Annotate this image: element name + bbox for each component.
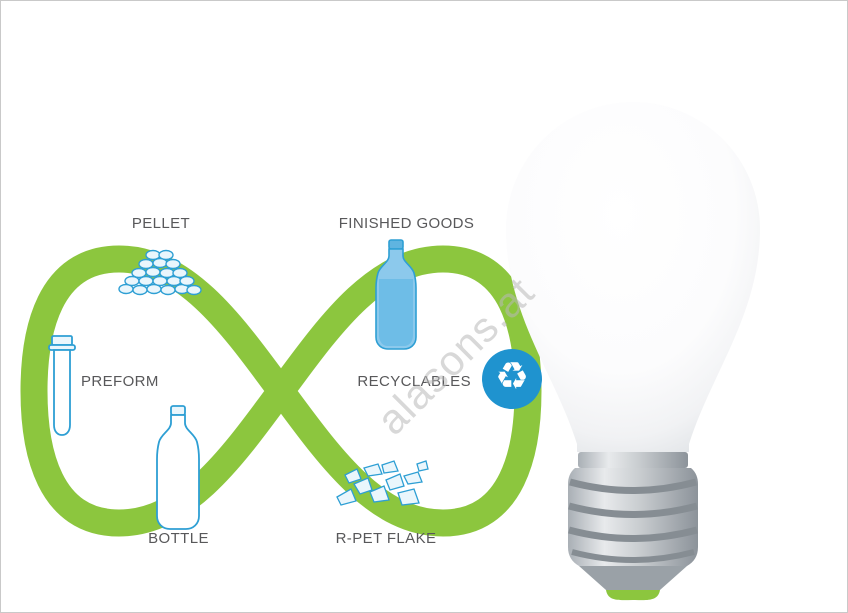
label-preform: PREFORM — [81, 373, 159, 390]
bulb-collar — [578, 452, 688, 468]
recycle-glyph: ♻ — [494, 356, 530, 398]
label-pellet: PELLET — [131, 215, 191, 232]
label-recyclables: RECYCLABLES — [357, 373, 471, 390]
rpet-flake-icon — [336, 460, 429, 506]
bulb-base-cone — [579, 566, 687, 590]
bulb-glass — [506, 101, 760, 452]
label-rpet-flake: R-PET FLAKE — [335, 530, 437, 547]
light-bulb — [506, 101, 760, 601]
label-finished-goods: FINISHED GOODS — [338, 215, 475, 232]
bulb-green-tip — [606, 590, 660, 601]
preform-icon — [48, 335, 76, 436]
pellet-pile-icon — [118, 249, 202, 296]
bottle-icon — [156, 405, 200, 530]
finished-goods-bottle-icon — [375, 239, 417, 350]
recycle-icon: ♻ — [482, 349, 542, 409]
label-bottle: BOTTLE — [148, 530, 209, 547]
